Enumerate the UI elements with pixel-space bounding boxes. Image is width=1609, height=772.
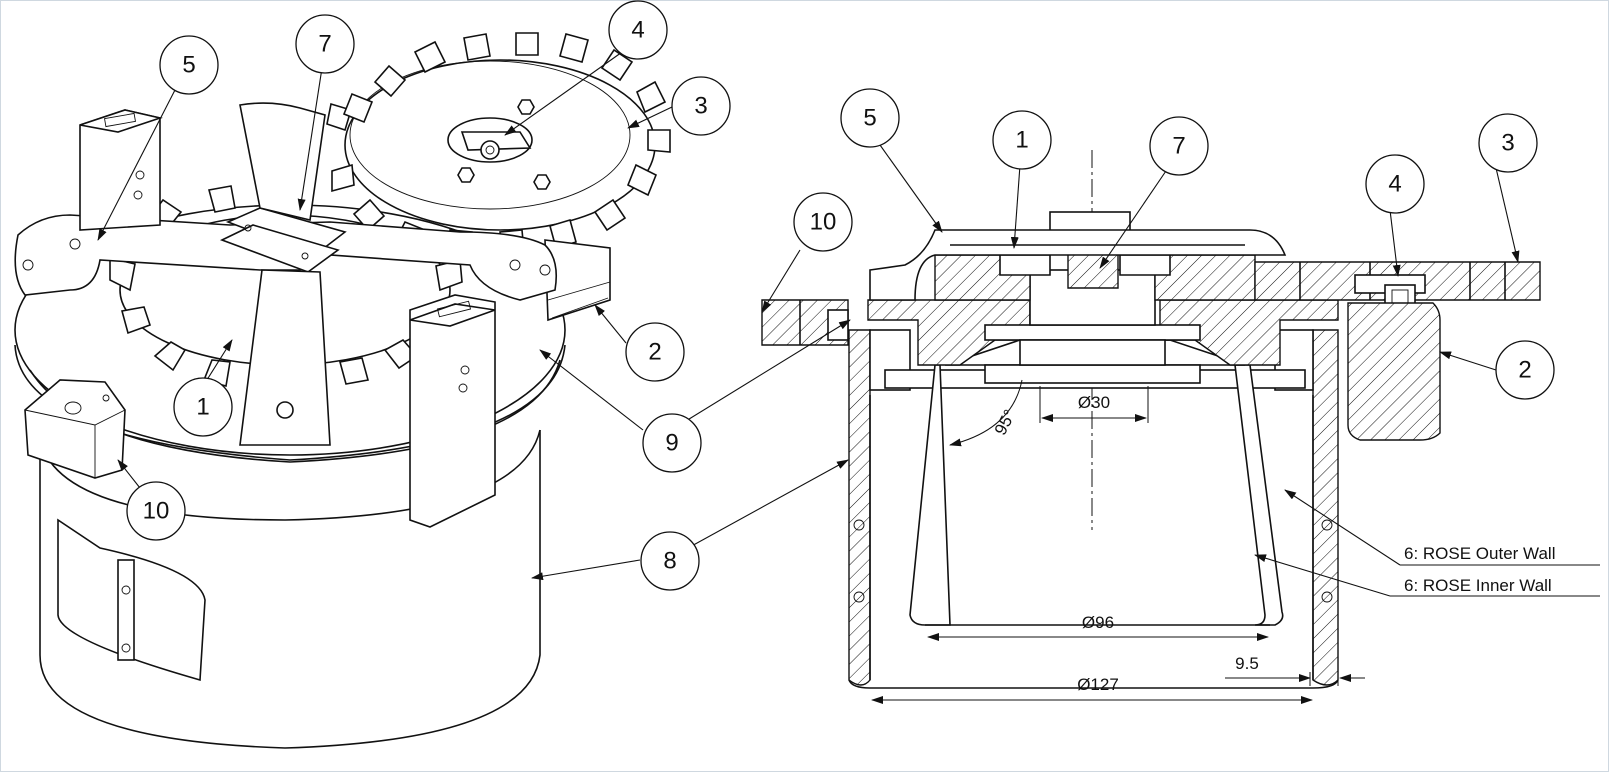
svg-text:10: 10 xyxy=(810,209,837,236)
isometric-view xyxy=(14,32,673,749)
svg-text:4: 4 xyxy=(631,17,644,44)
svg-text:5: 5 xyxy=(182,52,195,79)
callout-bubble-right-1: 1 xyxy=(992,110,1052,170)
callout-bubble-right-10: 10 xyxy=(793,192,853,252)
callout-bubble-left-10: 10 xyxy=(126,481,186,541)
svg-text:1: 1 xyxy=(196,394,209,421)
gear-block xyxy=(1347,302,1441,441)
callout-bubble-right-4: 4 xyxy=(1365,154,1425,214)
svg-text:9: 9 xyxy=(665,430,678,457)
callout-bubble-left-5: 5 xyxy=(159,35,219,95)
svg-text:2: 2 xyxy=(1518,357,1531,384)
annotation-inner-wall: 6: ROSE Inner Wall xyxy=(1404,576,1552,595)
callout-bubble-left-7: 7 xyxy=(295,14,355,74)
outer-wall-left xyxy=(848,329,871,686)
dimension-lines xyxy=(871,386,1365,704)
callout-bubble-right-7: 7 xyxy=(1149,116,1209,176)
svg-text:10: 10 xyxy=(143,498,170,525)
outer-wall-right xyxy=(1312,329,1339,686)
svg-text:1: 1 xyxy=(1015,127,1028,154)
svg-text:8: 8 xyxy=(663,548,676,575)
svg-text:3: 3 xyxy=(694,93,707,120)
dimension-d96: Ø96 xyxy=(1082,613,1114,632)
side-bracket xyxy=(761,299,849,346)
callout-bubble-left-2: 2 xyxy=(625,322,685,382)
svg-text:5: 5 xyxy=(863,105,876,132)
svg-text:4: 4 xyxy=(1388,171,1401,198)
right-leaders xyxy=(654,144,1600,597)
large-gear xyxy=(326,32,671,255)
left-leaders xyxy=(97,49,673,581)
side-block xyxy=(24,379,126,479)
callout-bubble-left-9: 9 xyxy=(642,413,702,473)
callout-bubble-left-4: 4 xyxy=(608,0,668,60)
rose-wall-right xyxy=(1234,364,1284,626)
rose-wall-left xyxy=(909,364,951,626)
posts xyxy=(79,109,496,528)
callout-bubble-left-3: 3 xyxy=(671,76,731,136)
svg-text:2: 2 xyxy=(648,339,661,366)
dimension-d127: Ø127 xyxy=(1077,675,1119,694)
callout-bubble-right-3: 3 xyxy=(1478,113,1538,173)
callout-bubble-right-5: 5 xyxy=(840,88,900,148)
annotation-outer-wall: 6: ROSE Outer Wall xyxy=(1404,544,1555,563)
spider-arm-section xyxy=(869,229,1287,301)
dimension-wall: 9.5 xyxy=(1235,654,1259,673)
dimension-d30: Ø30 xyxy=(1078,393,1110,412)
callout-bubble-right-2: 2 xyxy=(1495,340,1555,400)
svg-text:7: 7 xyxy=(1172,133,1185,160)
section-view xyxy=(654,144,1600,704)
spider-arms xyxy=(14,102,558,446)
svg-text:7: 7 xyxy=(318,31,331,58)
callout-bubble-left-1: 1 xyxy=(173,377,233,437)
dimension-angle: 95° xyxy=(991,407,1020,439)
svg-text:3: 3 xyxy=(1501,130,1514,157)
gear-housing xyxy=(544,239,611,322)
callout-bubble-left-8: 8 xyxy=(640,531,700,591)
